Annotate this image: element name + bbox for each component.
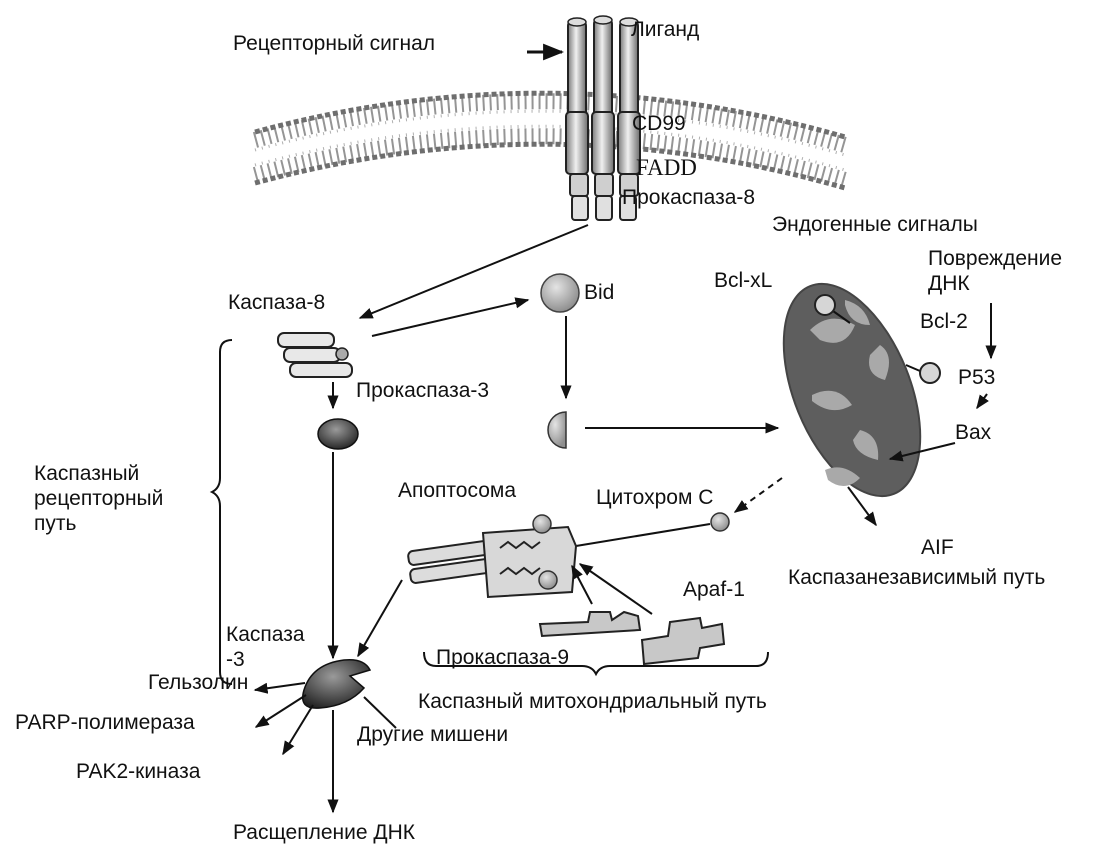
cytochrome-c-label: Цитохром С xyxy=(596,486,713,511)
endogenous-signals-label: Эндогенные сигналы xyxy=(772,213,978,238)
apoptosome-icon xyxy=(408,515,576,597)
aif-label: AIF xyxy=(921,536,954,561)
caspase-3-label: Каспаза -3 xyxy=(226,623,305,673)
caspase-8-icon xyxy=(278,333,352,377)
cell-membrane xyxy=(255,93,845,188)
procaspase-3-icon xyxy=(318,419,358,449)
bcl-xl-icon xyxy=(815,295,835,315)
cytochrome-c-icon xyxy=(711,513,729,531)
apaf-1-label: Apaf-1 xyxy=(683,578,745,603)
cd99-label: CD99 xyxy=(632,112,686,137)
caspase-receptor-path-label: Каспазный рецепторный путь xyxy=(34,462,163,536)
procaspase-9-label: Прокаспаза-9 xyxy=(436,646,569,671)
caspase-mitochondrial-path-label: Каспазный митохондриальный путь xyxy=(418,690,767,715)
p53-label: P53 xyxy=(958,366,995,391)
ligand-icon xyxy=(568,16,638,120)
cd99-receptor-icon xyxy=(566,112,640,174)
apaf-1-icon xyxy=(642,618,724,664)
mitochondrion-icon xyxy=(756,264,947,515)
bid-label: Bid xyxy=(584,281,614,306)
gelsolin-label: Гельзолин xyxy=(148,671,248,696)
parp-label: PARP-полимераза xyxy=(15,711,195,736)
ligand-label: Лиганд xyxy=(631,18,699,43)
bcl-2-icon xyxy=(920,363,940,383)
caspase-8-label: Каспаза-8 xyxy=(228,291,325,316)
bcl-2-label: Bcl-2 xyxy=(920,310,968,335)
bid-icon xyxy=(541,274,579,312)
caspase-3-icon xyxy=(303,660,370,708)
bcl-xl-label: Bcl-xL xyxy=(714,269,772,294)
bax-label: Bax xyxy=(955,421,991,446)
truncated-bid-icon xyxy=(548,412,566,448)
other-targets-label: Другие мишени xyxy=(357,723,508,748)
procaspase-9-icon xyxy=(540,612,640,636)
fadd-label: FADD xyxy=(636,154,697,181)
procaspase-3-label: Прокаспаза-3 xyxy=(356,379,489,404)
procaspase-8-label: Прокаспаза-8 xyxy=(622,186,755,211)
receptor-signal-label: Рецепторный сигнал xyxy=(233,32,435,57)
pak2-label: PAK2-киназа xyxy=(76,760,200,785)
dna-damage-label: Повреждение ДНК xyxy=(928,247,1062,297)
dna-cleavage-label: Расщепление ДНК xyxy=(233,821,415,844)
apoptosome-label: Апоптосома xyxy=(398,479,516,504)
caspase-independent-path-label: Каспазанезависимый путь xyxy=(788,566,1045,591)
